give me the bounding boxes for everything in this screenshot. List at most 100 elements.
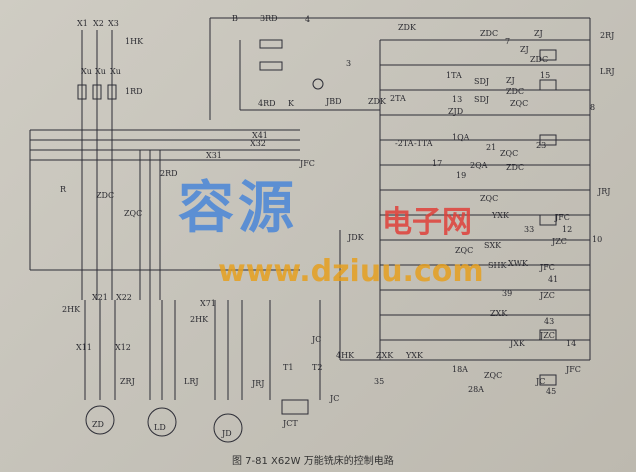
component-label: JC <box>536 377 546 386</box>
component-label: B <box>232 14 238 23</box>
component-label: ZQC <box>124 209 143 218</box>
component-label: X41 <box>252 131 268 140</box>
component-label: JFC <box>555 213 570 222</box>
component-label: JCT <box>283 419 298 428</box>
component-label: 14 <box>566 339 577 348</box>
component-label: X31 <box>206 151 222 160</box>
component-label: ZQC <box>500 149 519 158</box>
component-label: JD <box>222 429 232 438</box>
component-label: -2TA <box>395 139 414 148</box>
fuse <box>92 84 102 100</box>
component-label: X1 <box>77 19 88 28</box>
component-label: ZQC <box>480 194 499 203</box>
component-label: ZRJ <box>120 377 135 386</box>
component-label: 7 <box>505 37 511 46</box>
relay-coil <box>539 134 557 146</box>
fuse <box>259 39 283 49</box>
fuse <box>77 84 87 100</box>
component-label: 4 <box>305 15 311 24</box>
component-label: JZC <box>552 237 567 246</box>
component-label: ZDC <box>480 29 499 38</box>
component-label: Xu <box>95 67 106 76</box>
component-label: ZXK <box>490 309 508 318</box>
component-label: ZDC <box>96 191 115 200</box>
component-label: X12 <box>115 343 131 352</box>
component-label: ZDC <box>506 87 525 96</box>
component-label: Xu <box>110 67 121 76</box>
component-label: ZQC <box>510 99 529 108</box>
component-label: JFC <box>566 365 581 374</box>
motor-jd <box>213 413 243 443</box>
component-label: 2QA <box>470 161 488 170</box>
component-label: 41 <box>548 275 559 284</box>
component-label: ZDC <box>506 163 525 172</box>
motor-zd <box>85 405 115 435</box>
figure-caption: 图 7-81 X62W 万能铣床的控制电路 <box>232 456 394 467</box>
component-label: XWK <box>508 259 528 268</box>
motor-ld <box>147 407 177 437</box>
watermark-url: www.dziuu.com <box>218 254 484 289</box>
component-label: 23 <box>536 141 547 150</box>
component-label: T2 <box>312 363 323 372</box>
component-label: 18A <box>452 365 468 374</box>
relay-coil <box>539 79 557 91</box>
component-label: X21 <box>92 293 108 302</box>
component-label: 10 <box>592 235 603 244</box>
watermark-main: 容源 <box>178 176 298 241</box>
component-label: X22 <box>116 293 132 302</box>
component-label: ZJD <box>448 107 464 116</box>
component-label: 1HK <box>125 37 144 46</box>
component-label: 28A <box>468 385 484 394</box>
fuse <box>107 84 117 100</box>
relay-coil <box>539 374 557 386</box>
component-label: 15 <box>540 71 551 80</box>
component-label: JDK <box>348 233 364 242</box>
component-label: 33 <box>524 225 535 234</box>
component-label: SDJ <box>474 95 490 104</box>
component-label: 35 <box>374 377 385 386</box>
component-label: ZQC <box>484 371 503 380</box>
component-label: ZJ <box>534 29 543 38</box>
component-label: -1TA <box>414 139 433 148</box>
component-label: X32 <box>250 139 266 148</box>
component-label: ZDK <box>368 97 386 106</box>
component-label: JZC <box>540 291 555 300</box>
component-label: SDJ <box>474 77 490 86</box>
component-label: 43 <box>544 317 555 326</box>
component-label: JRJ <box>252 379 265 388</box>
component-label: LRJ <box>600 67 615 76</box>
component-label: 2RJ <box>600 31 615 40</box>
component-label: K <box>288 99 294 108</box>
component-label: JBD <box>326 97 342 106</box>
component-label: 1QA <box>452 133 470 142</box>
component-label: 4RD <box>258 99 276 108</box>
relay-coil <box>539 214 557 226</box>
component-label: ZXK <box>376 351 394 360</box>
component-label: JRJ <box>598 187 611 196</box>
component-label: ZDC <box>530 55 549 64</box>
component-label: LD <box>154 423 166 432</box>
component-label: JC <box>312 335 322 344</box>
component-label: 2HK <box>190 315 209 324</box>
component-label: R <box>60 185 67 194</box>
component-label: ZDK <box>398 23 416 32</box>
component-label: 17 <box>432 159 443 168</box>
component-label: JZC <box>540 331 555 340</box>
fuse <box>259 61 283 71</box>
component-label: ZJ <box>520 45 529 54</box>
component-label: ZD <box>92 420 104 429</box>
component-label: 2RD <box>160 169 178 178</box>
component-label: SHK <box>488 261 507 270</box>
relay-coil <box>539 329 557 341</box>
watermark-sub: 电子网 <box>382 205 472 240</box>
component-label: T1 <box>283 363 294 372</box>
relay-coil <box>539 49 557 61</box>
component-label: 1TA <box>446 71 462 80</box>
component-label: 8 <box>590 103 596 112</box>
component-label: 3 <box>346 59 352 68</box>
component-label: LRJ <box>184 377 199 386</box>
component-label: X2 <box>93 19 104 28</box>
component-label: X71 <box>200 299 216 308</box>
